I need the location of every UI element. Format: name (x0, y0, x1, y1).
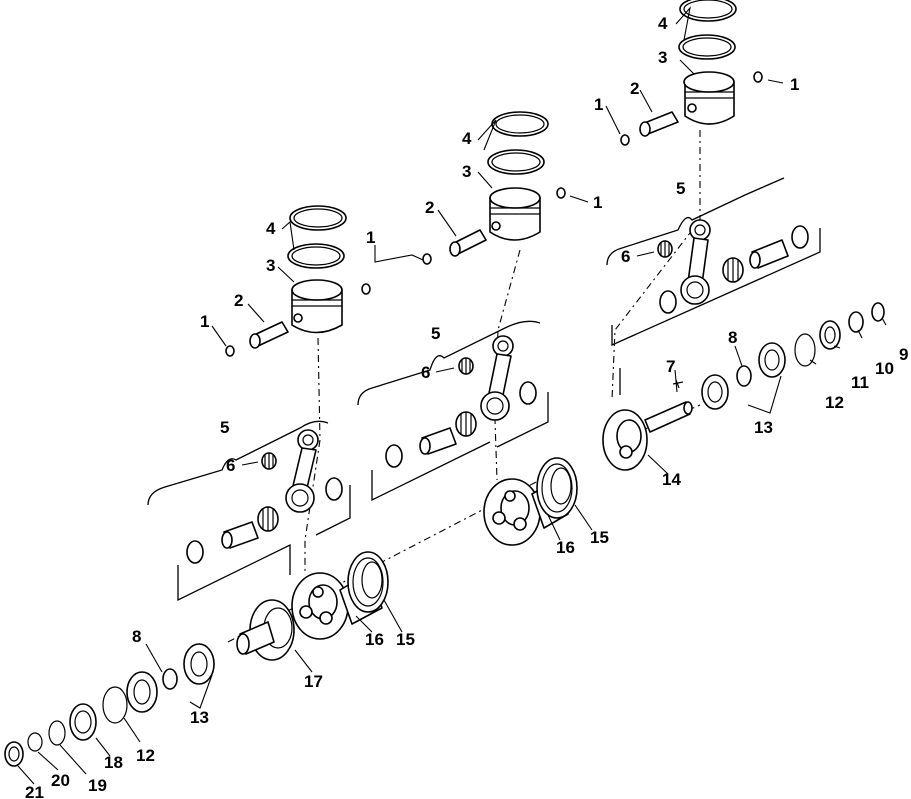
callout-labels: 1 2 3 4 1 2 3 4 1 1 2 3 4 1 5 6 5 6 5 6 … (25, 14, 908, 799)
piston-ring-second (287, 243, 345, 269)
callout-10: 10 (875, 359, 894, 378)
o-ring (27, 732, 43, 752)
crankshaft-center-section (483, 457, 578, 546)
main-bearing (183, 643, 215, 685)
right-bearing-stack (672, 302, 885, 410)
callout-20: 20 (51, 771, 70, 790)
connecting-rod-right (657, 219, 809, 314)
crankshaft-right-section (602, 401, 693, 471)
callout-3: 3 (462, 162, 471, 181)
oil-seal (819, 320, 841, 350)
callout-19: 19 (88, 776, 107, 795)
piston-ring-top (289, 205, 347, 231)
callout-4: 4 (266, 219, 276, 238)
callout-8: 8 (728, 328, 737, 347)
crank-output-shaft (644, 401, 691, 433)
callout-2: 2 (234, 291, 243, 310)
labyrinth-seal (347, 551, 389, 613)
callout-5: 5 (676, 179, 685, 198)
oil-seal (69, 703, 97, 741)
piston-ring-second (487, 149, 545, 175)
callout-12: 12 (136, 746, 155, 765)
callout-8: 8 (132, 627, 141, 646)
callout-5: 5 (220, 418, 229, 437)
callout-6: 6 (621, 247, 630, 266)
retaining-ring (102, 686, 128, 724)
labyrinth-seal (536, 457, 578, 519)
connecting-rod-center (385, 335, 537, 468)
thrust-washer (736, 365, 752, 387)
callout-3: 3 (658, 48, 667, 67)
callout-3: 3 (266, 256, 275, 275)
callout-2: 2 (630, 79, 639, 98)
callout-6: 6 (226, 456, 235, 475)
main-bearing-outer (758, 342, 786, 378)
callout-9: 9 (899, 345, 908, 364)
crankshaft-left-section (236, 551, 389, 661)
left-bearing-stack (4, 643, 215, 767)
spacer (848, 311, 864, 333)
callout-1: 1 (366, 228, 375, 247)
callout-1: 1 (790, 75, 799, 94)
callout-6: 6 (421, 363, 430, 382)
piston (291, 289, 343, 334)
callout-15: 15 (590, 528, 609, 547)
pin-circlip (620, 134, 630, 146)
callout-4: 4 (658, 14, 668, 33)
callout-1: 1 (594, 95, 603, 114)
end-cap (4, 741, 24, 767)
callout-21: 21 (25, 783, 44, 799)
callout-16: 16 (365, 630, 384, 649)
callout-18: 18 (104, 753, 123, 772)
piston-assembly-right (620, 0, 763, 146)
callout-13: 13 (754, 418, 773, 437)
thrust-washer (162, 668, 178, 690)
connecting-rod-left (186, 429, 343, 564)
snap-ring (48, 720, 66, 746)
assembly-brackets (147, 177, 821, 602)
end-cap (871, 302, 885, 322)
callout-17: 17 (304, 672, 323, 691)
main-bearing (701, 374, 729, 410)
callout-2: 2 (425, 198, 434, 217)
callout-1: 1 (200, 312, 209, 331)
callout-12: 12 (825, 393, 844, 412)
piston-ring-second (678, 34, 736, 60)
callout-15: 15 (396, 630, 415, 649)
callout-1: 1 (593, 193, 602, 212)
callout-7: 7 (666, 357, 675, 376)
callout-13: 13 (190, 708, 209, 727)
main-bearing-outer (126, 671, 158, 713)
pin-circlip (422, 253, 432, 265)
piston-assembly-left (225, 205, 371, 357)
callout-14: 14 (662, 470, 681, 489)
callout-4: 4 (462, 129, 472, 148)
piston-assembly-center (374, 111, 566, 265)
assembly-centerlines (227, 130, 701, 643)
pin-circlip (225, 345, 235, 357)
callout-5: 5 (431, 324, 440, 343)
callout-11: 11 (851, 373, 869, 392)
callout-16: 16 (556, 538, 575, 557)
retaining-ring (794, 333, 816, 367)
leader-lines (17, 6, 887, 785)
